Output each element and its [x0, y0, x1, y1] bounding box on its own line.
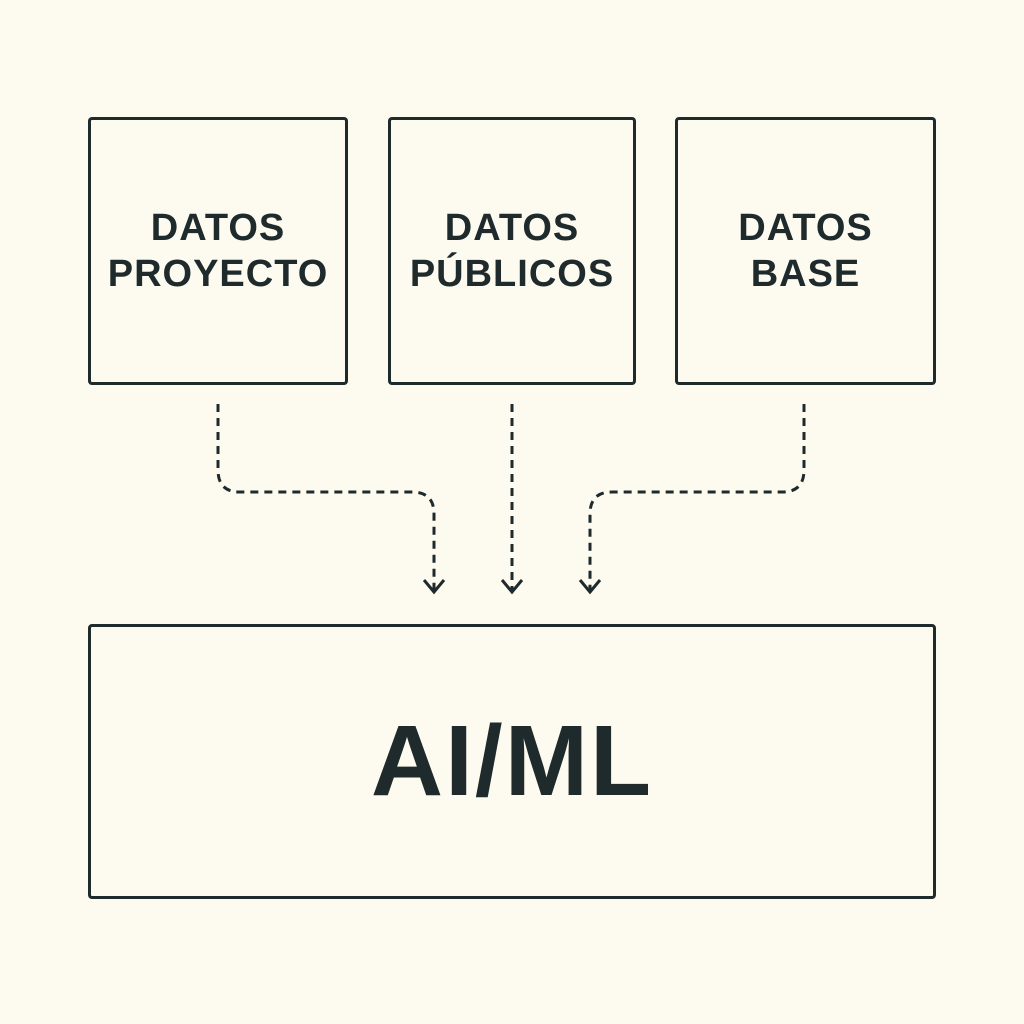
arrowhead-icon — [422, 579, 446, 595]
arrowhead-icon — [578, 579, 602, 595]
source-label-line2: BASE — [750, 253, 861, 295]
target-label: AI/ML — [370, 705, 654, 817]
source-box-datos-proyecto: DATOS PROYECTO — [88, 117, 348, 385]
source-label-line2: PROYECTO — [107, 253, 329, 295]
target-box-ai-ml: AI/ML — [88, 624, 936, 899]
arrow-proyecto — [216, 404, 436, 590]
arrow-base — [588, 404, 806, 590]
source-box-datos-publicos: DATOS PÚBLICOS — [388, 117, 636, 385]
source-label-line1: DATOS — [444, 207, 580, 249]
source-label-line2: PÚBLICOS — [409, 253, 615, 295]
source-label-line1: DATOS — [738, 207, 873, 249]
source-box-datos-base: DATOS BASE — [675, 117, 936, 385]
arrowhead-icon — [500, 579, 524, 595]
source-label-line1: DATOS — [150, 207, 286, 249]
